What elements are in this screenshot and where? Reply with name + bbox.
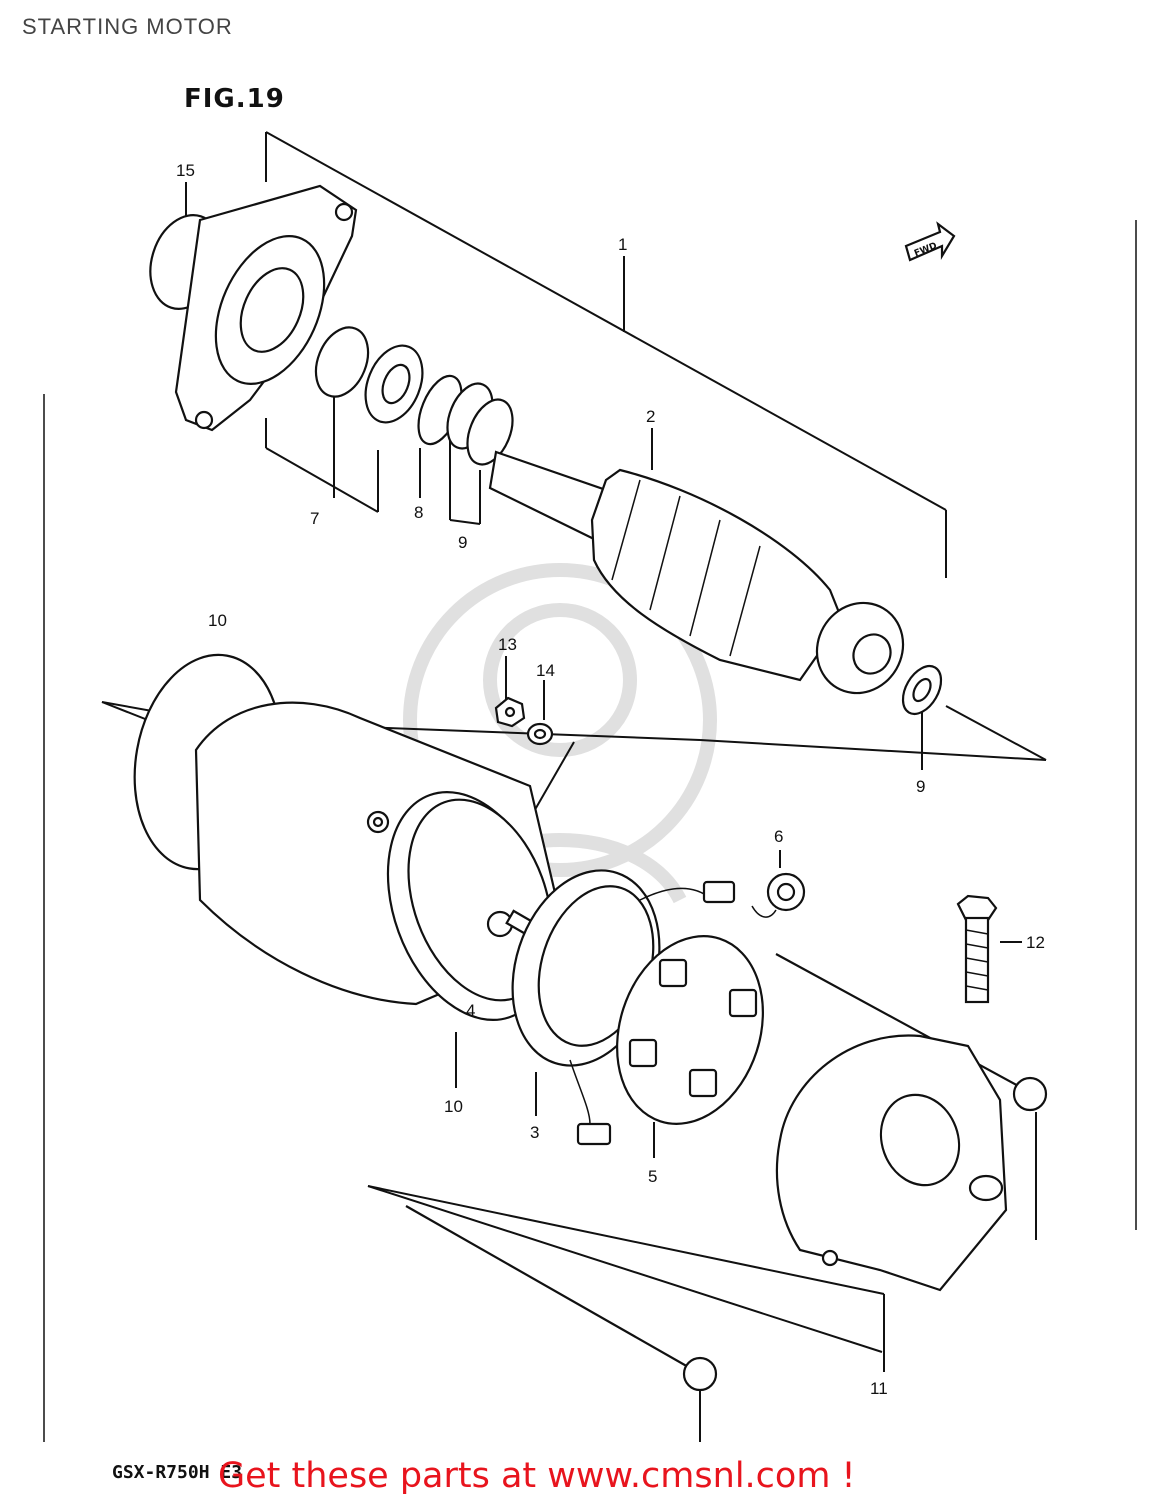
callout-labels: 15 1 2 7 8 9 10 13 14 9 6 12 4 10 3 5 11 (176, 161, 1045, 1398)
callout-1: 1 (618, 235, 627, 254)
callout-14: 14 (536, 661, 555, 680)
brush-plate (616, 935, 764, 1125)
bracket-part (149, 184, 358, 432)
callout-2: 2 (646, 407, 655, 426)
callout-9-top: 9 (458, 533, 467, 552)
callout-11: 11 (870, 1379, 888, 1398)
cta-link[interactable]: Get these parts at www.cmsnl.com ! (218, 1456, 856, 1496)
callout-10-housing: 10 (444, 1097, 463, 1116)
nut-washer (494, 696, 554, 746)
callout-7: 7 (310, 509, 319, 528)
callout-13: 13 (498, 635, 517, 654)
bolt-12 (956, 894, 998, 1004)
bearing-set (314, 326, 514, 466)
rear-housing (775, 1034, 1008, 1292)
armature-part (488, 450, 943, 715)
figure-number: FIG.19 (184, 84, 285, 114)
callout-9-right: 9 (916, 777, 925, 796)
through-bolts (405, 953, 1048, 1392)
leader-lines (43, 131, 1137, 1442)
brush-spring (751, 872, 806, 918)
callout-6: 6 (774, 827, 783, 846)
callout-12: 12 (1026, 933, 1045, 952)
fwd-arrow-icon: FWD (904, 221, 956, 262)
page-title: STARTING MOTOR (22, 14, 233, 39)
callout-10-ring: 10 (208, 611, 227, 630)
model-code: GSX-R750H E3 (112, 1462, 243, 1483)
callout-4: 4 (466, 1001, 475, 1020)
callout-3: 3 (530, 1123, 539, 1142)
callout-15: 15 (176, 161, 195, 180)
callout-5: 5 (648, 1167, 657, 1186)
yoke-housing (133, 653, 568, 1021)
callout-8: 8 (414, 503, 423, 522)
